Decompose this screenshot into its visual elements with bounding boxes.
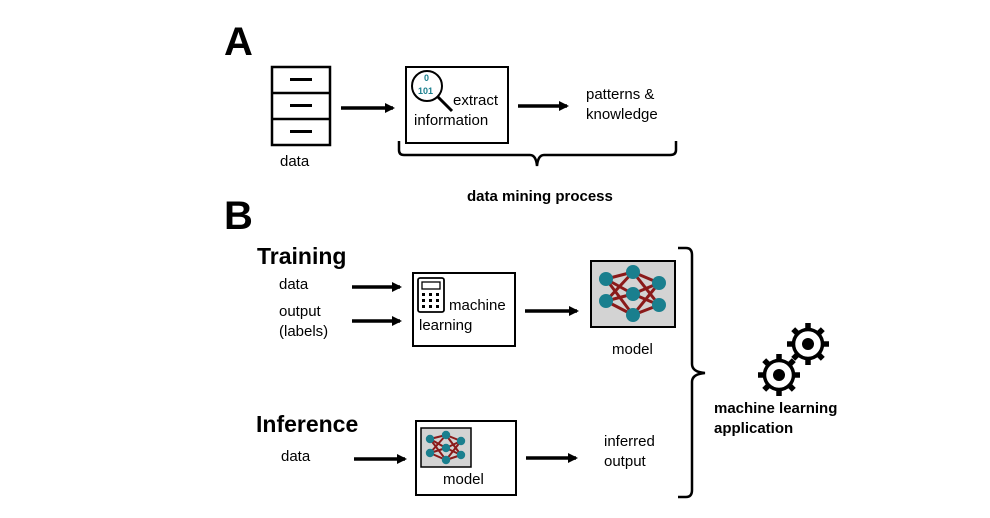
application-bracket <box>678 246 706 499</box>
calculator-icon <box>417 277 445 313</box>
gears-icon <box>758 323 829 396</box>
magnifier-icon <box>411 70 454 113</box>
training-title: Training <box>257 243 347 269</box>
extract-label-line1: extract <box>453 92 499 109</box>
training-output-label-line1: output <box>279 303 321 320</box>
process-bracket <box>397 141 678 167</box>
ml-application-line1: machine learning <box>714 400 838 417</box>
training-output-label-line2: (labels) <box>279 323 329 340</box>
inference-data-label: data <box>281 448 311 465</box>
magnifier-digits-top: 0 <box>424 73 430 83</box>
inferred-output-line1: inferred <box>604 433 655 450</box>
panel-b-letter: B <box>224 194 253 238</box>
patterns-label-line2: knowledge <box>586 106 658 123</box>
extract-label-line2: information <box>414 112 489 129</box>
neural-network-model-icon <box>590 260 676 328</box>
filing-cabinet-icon <box>270 65 332 147</box>
small-neural-network-icon <box>420 427 472 468</box>
ml-application-line2: application <box>714 420 794 437</box>
ml-label-line2: learning <box>419 317 473 334</box>
ml-label-line1: machine <box>449 297 506 314</box>
panel-a-data-label: data <box>280 153 310 170</box>
training-data-label: data <box>279 276 309 293</box>
inferred-output-line2: output <box>604 453 646 470</box>
panel-a-letter: A <box>224 20 253 64</box>
magnifier-digits-bottom: 101 <box>418 86 434 96</box>
inference-title: Inference <box>256 411 359 437</box>
data-mining-process-label: data mining process <box>467 188 613 205</box>
inference-model-label: model <box>443 471 484 488</box>
training-model-label: model <box>612 341 653 358</box>
patterns-label-line1: patterns & <box>586 86 655 103</box>
